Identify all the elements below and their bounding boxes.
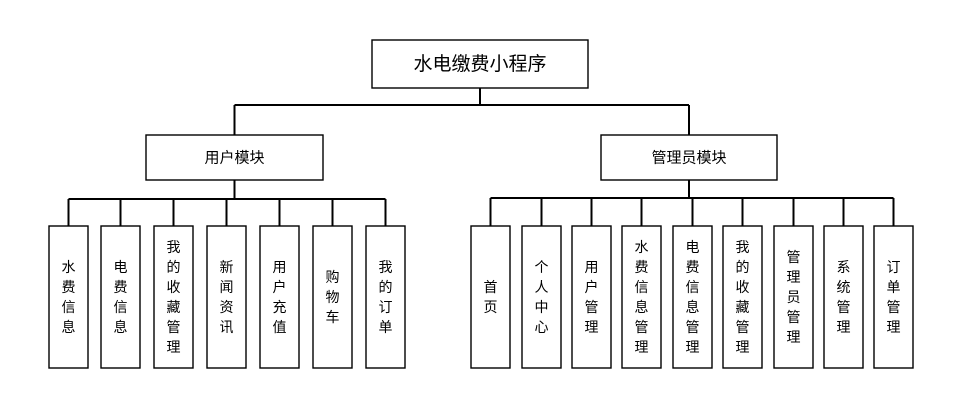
root-label: 水电缴费小程序 <box>413 53 546 75</box>
child-node: 用户充值 <box>259 225 300 369</box>
child-label: 新闻资讯 <box>220 260 234 336</box>
child-node: 首页 <box>470 225 511 369</box>
child-node: 我的收藏管理 <box>722 225 763 369</box>
child-node: 电费信息 <box>100 225 141 369</box>
user-module-label: 用户模块 <box>204 149 264 167</box>
child-label: 购物车 <box>326 270 340 326</box>
child-node: 我的收藏管理 <box>153 225 194 369</box>
child-label: 水费信息管理 <box>635 240 649 356</box>
root-node: 水电缴费小程序 <box>371 39 589 89</box>
child-label: 我的收藏管理 <box>167 240 181 356</box>
child-node: 用户管理 <box>571 225 612 369</box>
child-label: 电费信息 <box>114 260 128 336</box>
child-label: 我的订单 <box>379 260 393 336</box>
user-module-node: 用户模块 <box>145 134 324 181</box>
child-label: 系统管理 <box>837 260 851 336</box>
child-node: 订单管理 <box>873 225 914 369</box>
child-node: 电费信息管理 <box>672 225 713 369</box>
child-node: 我的订单 <box>365 225 406 369</box>
child-label: 水费信息 <box>62 260 76 336</box>
child-label: 用户管理 <box>585 260 599 336</box>
child-label: 用户充值 <box>273 260 287 336</box>
child-node: 水费信息管理 <box>621 225 662 369</box>
child-nodes: 水费信息 电费信息 我的收藏管理 新闻资讯 用户充值 购物车 我的订单 首页 个人中心 用户管理 水… <box>48 225 914 369</box>
child-label: 我的收藏管理 <box>736 240 750 356</box>
child-label: 订单管理 <box>887 260 901 336</box>
child-node: 水费信息 <box>48 225 89 369</box>
child-node: 购物车 <box>312 225 353 369</box>
child-node: 新闻资讯 <box>206 225 247 369</box>
connector-lines <box>67 88 895 226</box>
admin-module-node: 管理员模块 <box>600 134 778 181</box>
child-label: 电费信息管理 <box>686 240 700 356</box>
child-label: 管理员管理 <box>787 250 801 346</box>
child-label: 首页 <box>484 280 498 316</box>
child-label: 个人中心 <box>535 260 549 336</box>
child-node: 个人中心 <box>521 225 562 369</box>
admin-module-label: 管理员模块 <box>651 149 726 167</box>
child-node: 系统管理 <box>823 225 864 369</box>
child-node: 管理员管理 <box>773 225 814 369</box>
